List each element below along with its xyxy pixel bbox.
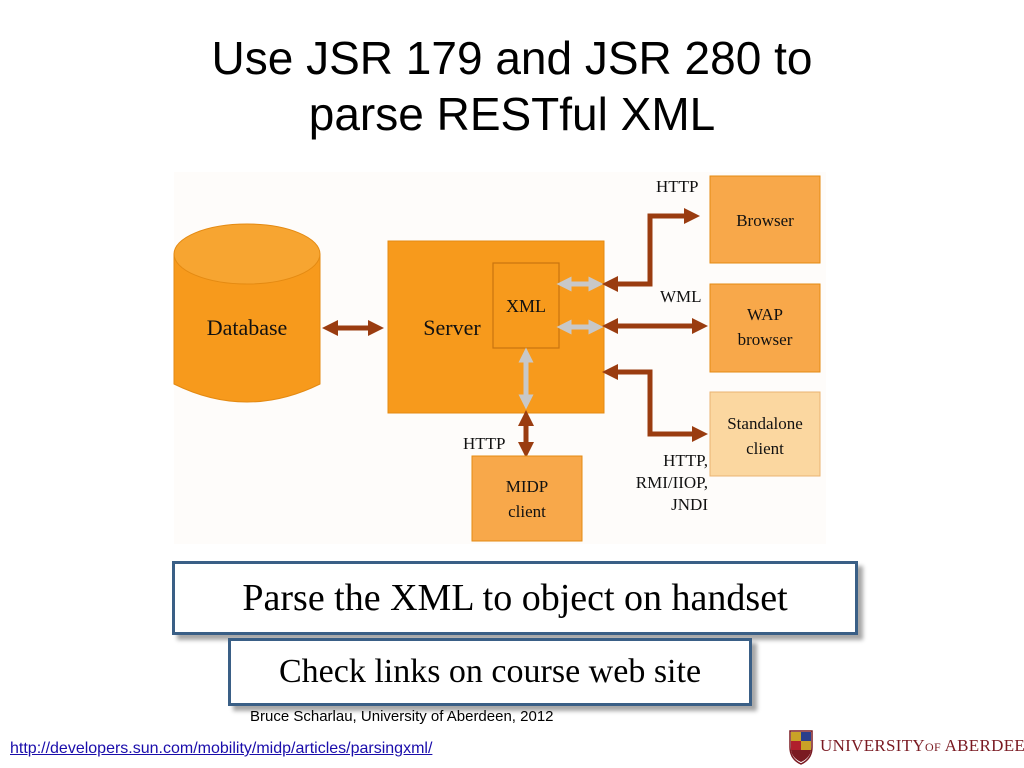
label-wml: WML xyxy=(660,287,702,306)
wap-browser-label-1: WAP xyxy=(747,305,783,324)
arrow-server-standalone xyxy=(601,363,709,443)
title-line-2: parse RESTful XML xyxy=(308,88,716,140)
xml-label: XML xyxy=(506,296,546,316)
logo-of: OF xyxy=(925,740,941,754)
credit-line: Bruce Scharlau, University of Aberdeen, … xyxy=(250,708,554,725)
standalone-client-box xyxy=(709,391,821,477)
university-name: UNIVERSITYOF ABERDEEN xyxy=(820,736,1024,756)
midp-client-label-2: client xyxy=(508,502,546,521)
reference-link[interactable]: http://developers.sun.com/mobility/midp/… xyxy=(10,740,433,757)
label-protocols-2: RMI/IIOP, xyxy=(636,473,708,492)
wap-browser-box xyxy=(709,283,821,373)
architecture-diagram: Database Server XML Browser WAP browser … xyxy=(173,172,826,544)
callout-parse-xml: Parse the XML to object on handset xyxy=(172,561,858,635)
arrow-server-browser xyxy=(601,207,701,293)
university-logo: UNIVERSITYOF ABERDEEN xyxy=(788,728,1024,766)
label-http-browser: HTTP xyxy=(656,177,699,196)
browser-box xyxy=(709,175,821,264)
label-http-midp: HTTP xyxy=(463,434,506,453)
standalone-client-label-1: Standalone xyxy=(727,414,803,433)
database-label: Database xyxy=(207,315,288,340)
label-protocols-1: HTTP, xyxy=(663,451,708,470)
logo-university: UNIVERSITY xyxy=(820,736,925,755)
database-cylinder xyxy=(173,223,321,403)
midp-client-label-1: MIDP xyxy=(506,477,549,496)
callout-check-links: Check links on course web site xyxy=(228,638,752,706)
title-line-1: Use JSR 179 and JSR 280 to xyxy=(211,32,813,84)
wap-browser-label-2: browser xyxy=(738,330,793,349)
crest-icon xyxy=(789,730,813,765)
label-protocols-3: JNDI xyxy=(671,495,708,514)
logo-aberdeen: ABERDEEN xyxy=(944,736,1024,755)
standalone-client-label-2: client xyxy=(746,439,784,458)
slide-title: Use JSR 179 and JSR 280 to parse RESTful… xyxy=(0,30,1024,142)
midp-client-box xyxy=(471,455,583,542)
browser-label: Browser xyxy=(736,211,794,230)
server-label: Server xyxy=(423,315,481,340)
